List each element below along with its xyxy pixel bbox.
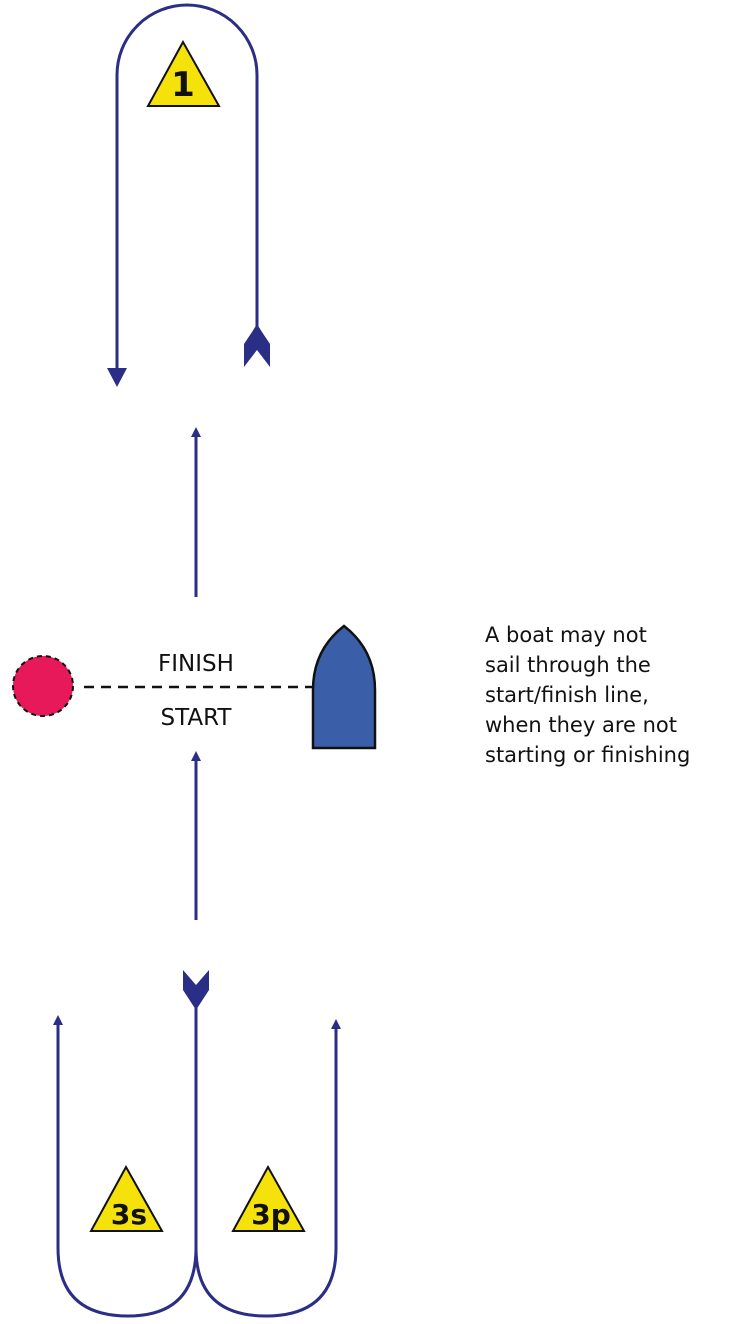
gate-loop-left (53, 1015, 198, 1318)
mark-3s-label: 3s (111, 1198, 147, 1231)
arrowhead-down-left (107, 368, 127, 387)
chevron-down-icon (183, 970, 209, 1010)
mark-1: 1 (146, 39, 221, 107)
committee-boat (311, 624, 377, 750)
pin-buoy (12, 655, 74, 717)
note-line: start/finish line, (485, 683, 649, 707)
note-line: when they are not (485, 713, 677, 737)
mark-3s: 3s (89, 1164, 164, 1232)
finish-label: FINISH (158, 651, 234, 677)
upwind-loop-path (115, 3, 259, 375)
gate-loop-right (194, 1019, 341, 1318)
mark-3p-label: 3p (251, 1198, 291, 1231)
chevron-up-icon (244, 324, 270, 367)
start-label: START (161, 705, 233, 731)
note-line: sail through the (485, 653, 651, 677)
note-line: A boat may not (485, 623, 647, 647)
mark-3p: 3p (231, 1164, 306, 1232)
rule-note: A boat may not sail through the start/fi… (485, 620, 747, 770)
note-line: starting or finishing (485, 743, 691, 767)
mark-1-label: 1 (171, 65, 195, 105)
